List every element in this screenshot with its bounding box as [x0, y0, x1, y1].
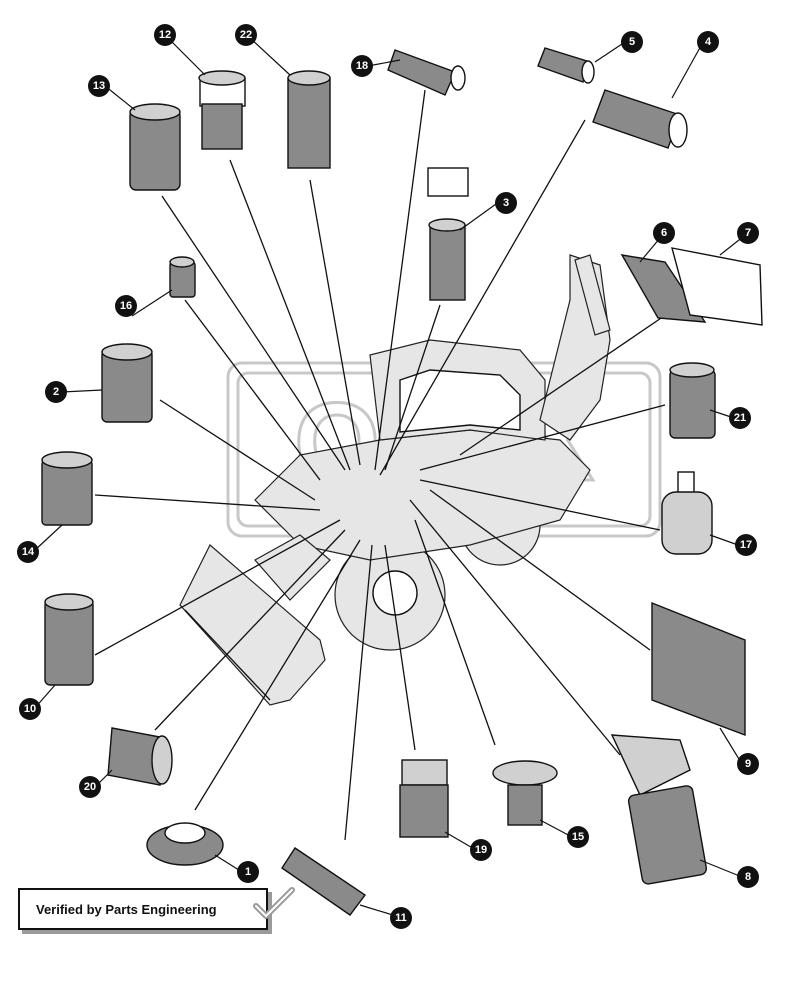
- callout-label-12: 12: [159, 29, 171, 41]
- callout-9: 9: [737, 753, 759, 775]
- callouts: 1 2 3 4 5 6 7 8 9 10 11 12 13 14 15 16 1…: [17, 24, 759, 929]
- callout-label-21: 21: [734, 412, 746, 424]
- callout-label-18: 18: [356, 60, 368, 72]
- callout-label-7: 7: [745, 227, 751, 239]
- callout-label-1: 1: [245, 866, 251, 878]
- part-9-panel-filter: [651, 601, 746, 737]
- part-14-fuel-filter: [41, 451, 93, 526]
- part-10-filter: [44, 593, 94, 686]
- callout-label-16: 16: [120, 300, 132, 312]
- part-6-cabin-filter: [620, 254, 707, 323]
- part-22-filter: [287, 70, 331, 169]
- callout-label-20: 20: [84, 781, 96, 793]
- verified-stamp: Verified by Parts Engineering: [18, 888, 268, 930]
- callout-label-17: 17: [740, 539, 752, 551]
- callout-label-2: 2: [53, 386, 59, 398]
- checkmark-icon: [253, 887, 295, 919]
- callout-15: 15: [567, 826, 589, 848]
- callout-11: 11: [390, 907, 412, 929]
- callout-21: 21: [729, 407, 751, 429]
- part-15-strainer: [492, 760, 558, 826]
- callout-16: 16: [115, 295, 137, 317]
- callout-10: 10: [19, 698, 41, 720]
- part-20-filter: [107, 727, 173, 786]
- part-16-small-filter: [169, 256, 196, 298]
- callout-14: 14: [17, 541, 39, 563]
- callout-3: 3: [495, 192, 517, 214]
- callout-label-6: 6: [661, 227, 667, 239]
- callout-19: 19: [470, 839, 492, 861]
- callout-5: 5: [621, 31, 643, 53]
- callout-8: 8: [737, 866, 759, 888]
- callout-label-5: 5: [629, 36, 635, 48]
- part-21-filter: [669, 362, 716, 439]
- part-8-filter-assembly: [610, 734, 708, 885]
- callout-22: 22: [235, 24, 257, 46]
- part-2-filter: [101, 343, 153, 423]
- callout-label-19: 19: [475, 844, 487, 856]
- part-19-filter: [399, 759, 449, 838]
- callout-13: 13: [88, 75, 110, 97]
- part-12-fuel-filter: [198, 70, 246, 150]
- callout-label-13: 13: [93, 80, 105, 92]
- part-7-cabin-filter: [671, 247, 763, 326]
- callout-1: 1: [237, 861, 259, 883]
- callout-label-15: 15: [572, 831, 584, 843]
- part-18-breather: [387, 49, 466, 96]
- part-1-cap: [146, 822, 224, 866]
- part-11-mesh-filter: [281, 847, 367, 916]
- part-5-mesh-filter: [537, 47, 595, 84]
- callout-20: 20: [79, 776, 101, 798]
- callout-18: 18: [351, 55, 373, 77]
- callout-label-14: 14: [22, 546, 35, 558]
- callout-12: 12: [154, 24, 176, 46]
- verified-stamp-text: Verified by Parts Engineering: [36, 901, 217, 917]
- callout-leaders: [33, 37, 745, 917]
- callout-2: 2: [45, 381, 67, 403]
- callout-label-8: 8: [745, 871, 751, 883]
- part-4-air-filter: [592, 89, 688, 149]
- callout-label-4: 4: [705, 36, 712, 48]
- callout-label-3: 3: [503, 197, 509, 209]
- backhoe-loader: [179, 254, 611, 706]
- part-13-oil-filter: [129, 103, 181, 191]
- part-3-hydraulic-filter: [427, 167, 469, 301]
- callout-label-22: 22: [240, 29, 252, 41]
- part-17-dryer: [661, 471, 713, 555]
- callout-6: 6: [653, 222, 675, 244]
- callout-label-11: 11: [395, 912, 407, 924]
- callout-label-9: 9: [745, 758, 751, 770]
- callout-17: 17: [735, 534, 757, 556]
- callout-7: 7: [737, 222, 759, 244]
- callout-label-10: 10: [24, 703, 36, 715]
- leader-lines: [94, 89, 671, 841]
- callout-4: 4: [697, 31, 719, 53]
